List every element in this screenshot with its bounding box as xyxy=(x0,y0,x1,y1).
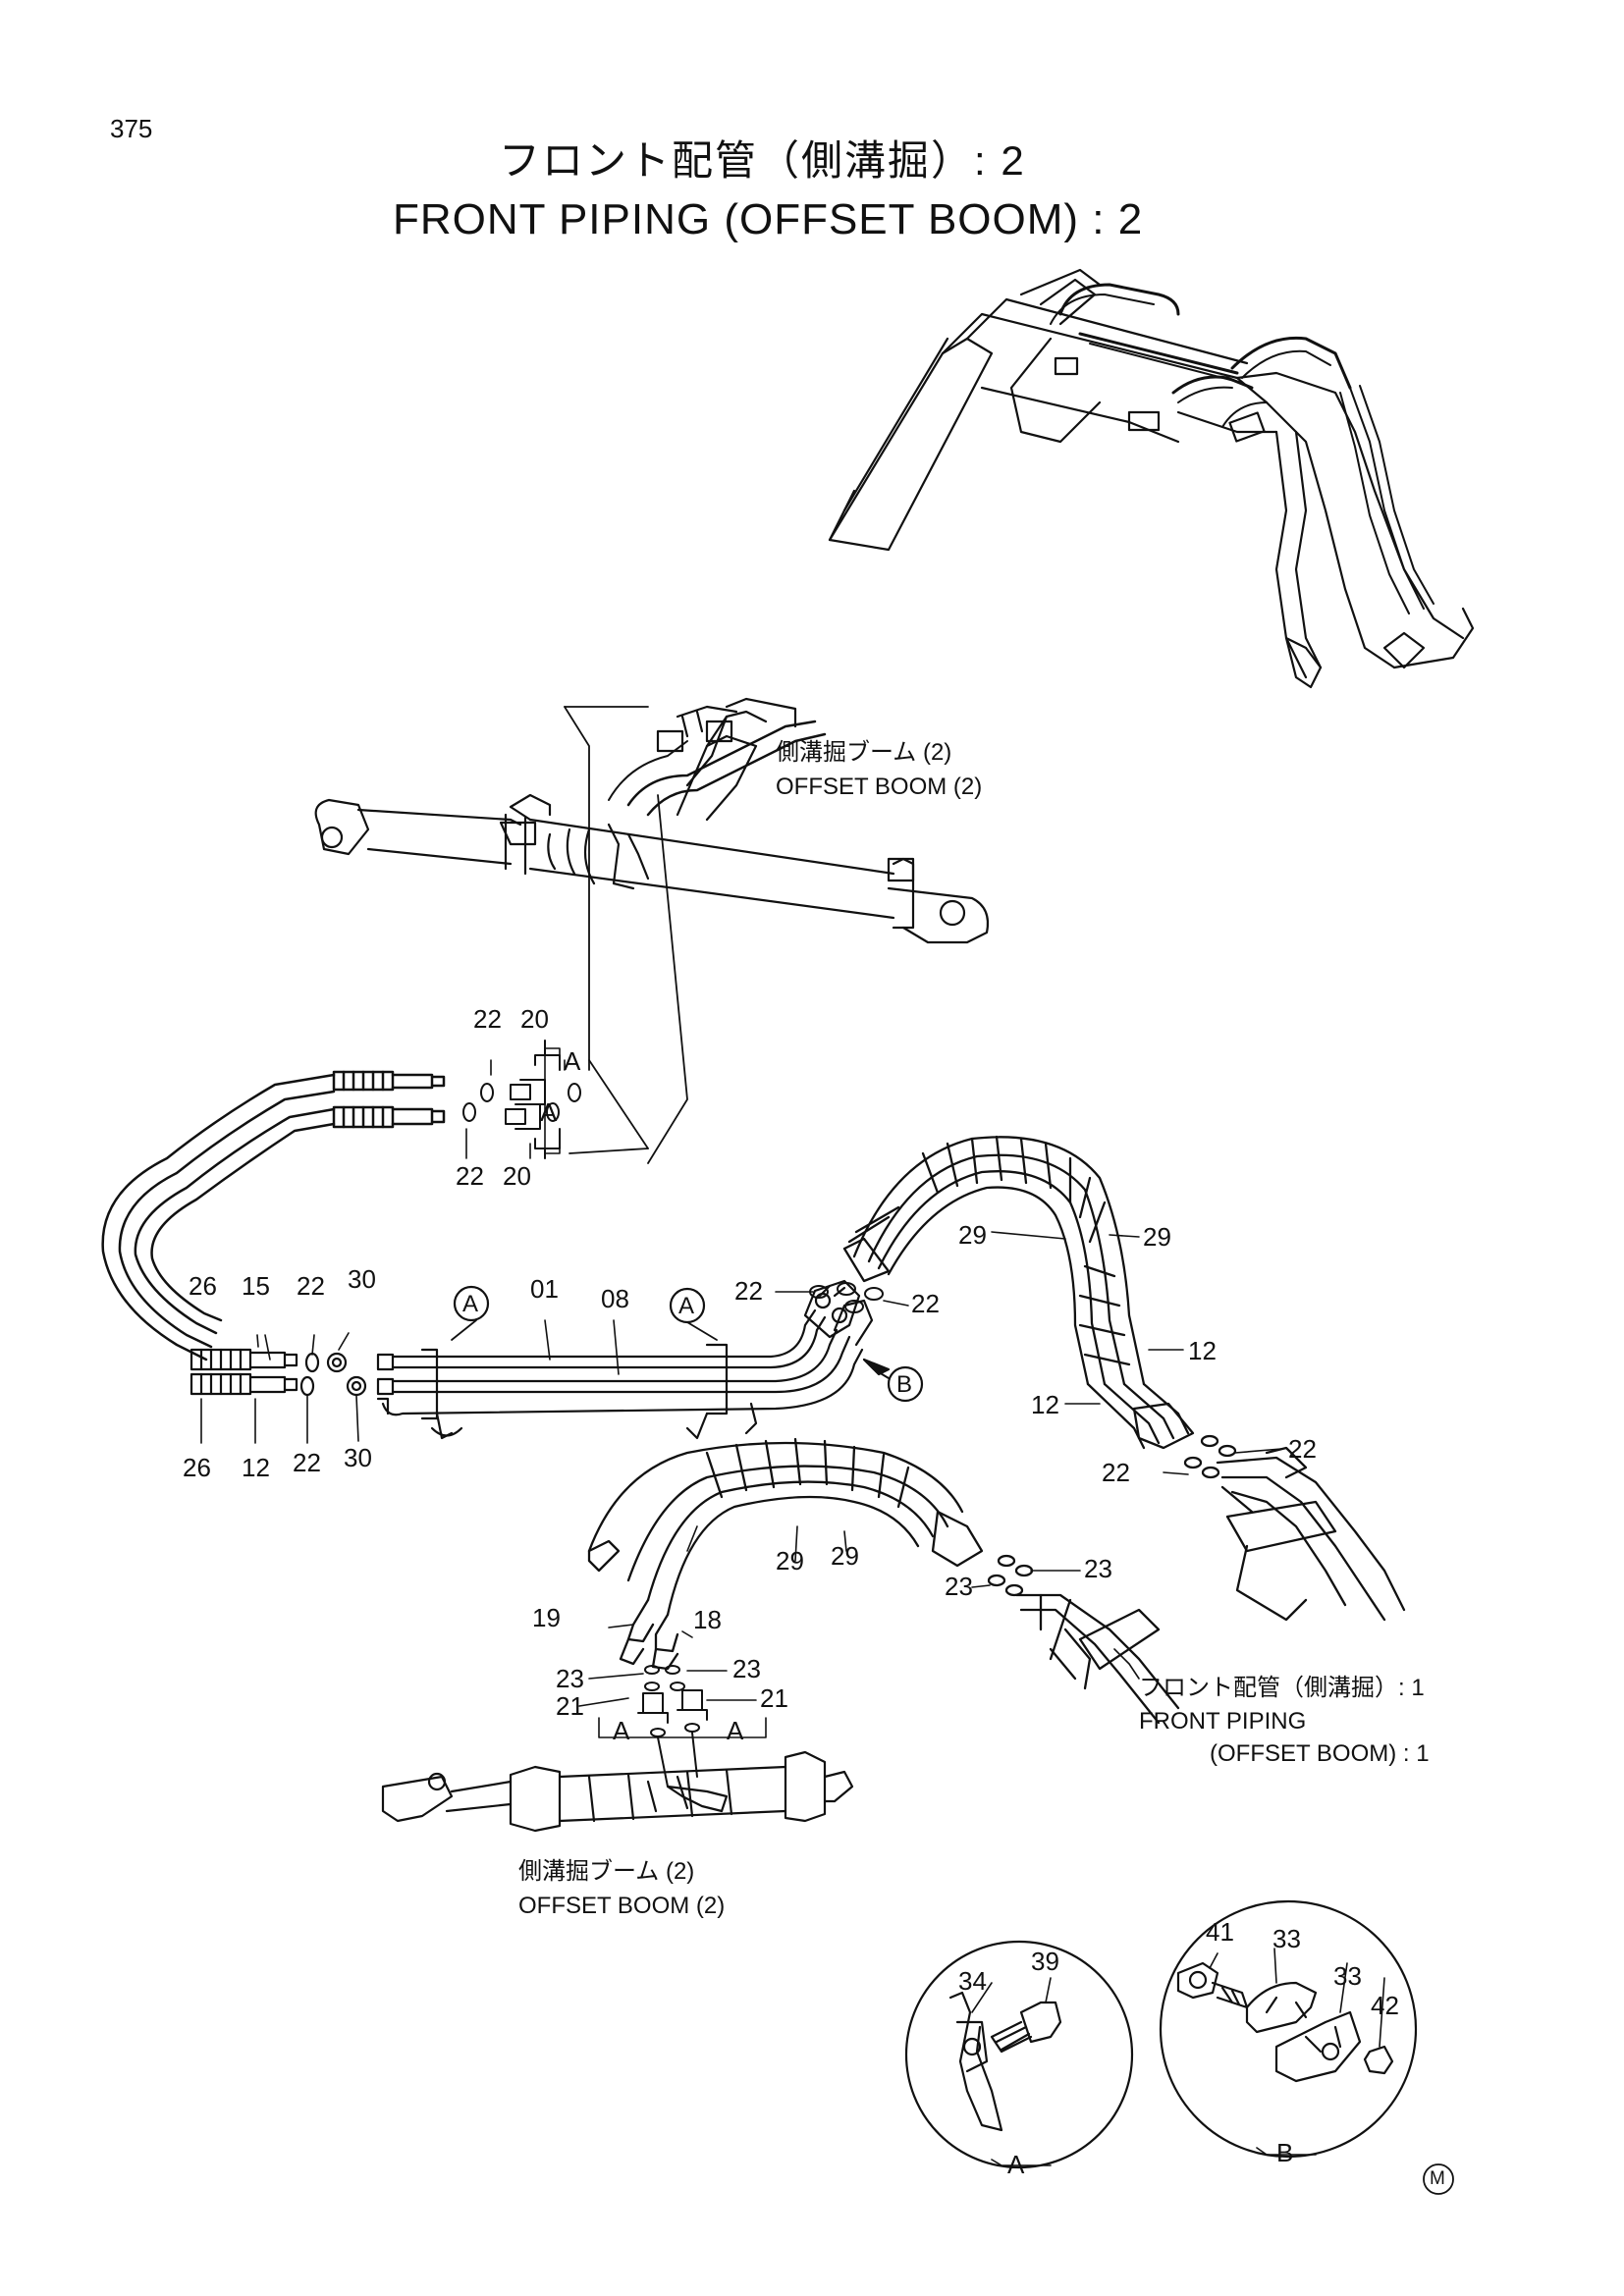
detail-b-label: B xyxy=(1276,2138,1294,2167)
title-english: FRONT PIPING (OFFSET BOOM) : 2 xyxy=(393,195,1144,243)
part-number-30: 30 xyxy=(348,1264,376,1294)
part-number-12: 12 xyxy=(1188,1336,1217,1365)
boom-overview-illustration xyxy=(828,268,1475,689)
part-number-08: 08 xyxy=(601,1284,629,1313)
reference-en-line1: FRONT PIPING xyxy=(1139,1708,1307,1735)
part-number-12: 12 xyxy=(1031,1390,1059,1419)
part-number-30: 30 xyxy=(344,1443,372,1472)
upper-offset-boom-cylinder xyxy=(314,697,990,944)
part-number-42: 42 xyxy=(1371,1991,1399,2020)
marker-a: A xyxy=(540,1097,558,1127)
marker-a: A xyxy=(564,1046,581,1076)
offset-boom-bottom-ja: 側溝掘ブーム (2) xyxy=(518,1858,695,1885)
part-number-21: 21 xyxy=(760,1683,788,1713)
right-upper-hoses xyxy=(842,1135,1406,1622)
marker-a: A xyxy=(613,1716,630,1745)
part-number-22: 22 xyxy=(456,1161,484,1191)
part-number-22: 22 xyxy=(473,1004,502,1034)
part-number-34: 34 xyxy=(958,1966,987,1996)
part-number-15: 15 xyxy=(242,1271,270,1301)
part-number-29: 29 xyxy=(958,1220,987,1250)
m-mark-circle xyxy=(1423,2163,1454,2195)
detail-a xyxy=(904,1940,1134,2169)
part-number-22: 22 xyxy=(297,1271,325,1301)
part-number-23: 23 xyxy=(945,1572,973,1601)
left-fitting-block xyxy=(189,1348,367,1397)
part-number-23: 23 xyxy=(732,1654,761,1683)
upper-leader-lines xyxy=(564,706,688,1164)
part-number-23: 23 xyxy=(1084,1554,1112,1583)
part-number-22: 22 xyxy=(734,1276,763,1306)
part-number-29: 29 xyxy=(776,1546,804,1575)
part-number-29: 29 xyxy=(831,1541,859,1571)
part-number-21: 21 xyxy=(556,1691,584,1721)
part-number-22: 22 xyxy=(1288,1434,1317,1464)
offset-boom-bottom-en: OFFSET BOOM (2) xyxy=(518,1893,726,1919)
page-number: 375 xyxy=(110,114,153,143)
offset-boom-top-en: OFFSET BOOM (2) xyxy=(776,774,983,800)
hose-group-upper-left xyxy=(101,1070,446,1362)
part-number-18: 18 xyxy=(693,1605,722,1634)
marker-circle-b-text: B xyxy=(896,1371,913,1398)
part-number-12: 12 xyxy=(242,1453,270,1482)
part-number-26: 26 xyxy=(189,1271,217,1301)
lower-adapters xyxy=(637,1665,708,1788)
marker-a: A xyxy=(727,1716,744,1745)
part-number-22: 22 xyxy=(1102,1458,1130,1487)
part-number-33: 33 xyxy=(1333,1961,1362,1991)
part-number-01: 01 xyxy=(530,1274,559,1304)
part-number-22: 22 xyxy=(911,1289,940,1318)
marker-circle-b xyxy=(887,1365,924,1403)
part-number-19: 19 xyxy=(532,1603,561,1632)
reference-ja: フロント配管（側溝掘）: 1 xyxy=(1139,1675,1425,1701)
reference-en-line2: (OFFSET BOOM) : 1 xyxy=(1210,1740,1430,1767)
title-japanese: フロント配管（側溝掘）: 2 xyxy=(499,137,1026,184)
part-number-26: 26 xyxy=(183,1453,211,1482)
part-number-23: 23 xyxy=(556,1664,584,1693)
offset-boom-top-ja: 側溝掘ブーム (2) xyxy=(776,739,952,766)
part-number-33: 33 xyxy=(1272,1924,1301,1953)
m-mark: M xyxy=(1430,2168,1445,2189)
marker-circle-a-left xyxy=(453,1285,490,1322)
part-number-20: 20 xyxy=(520,1004,549,1034)
marker-circle-a-text: A xyxy=(678,1293,695,1319)
part-number-20: 20 xyxy=(503,1161,531,1191)
marker-circle-a-text: A xyxy=(462,1291,479,1317)
center-pipe-assembly xyxy=(376,1279,874,1440)
part-leader-lines xyxy=(200,1040,1282,1738)
lower-middle-hoses xyxy=(587,1437,1180,1725)
detail-a-label: A xyxy=(1007,2150,1025,2179)
lower-offset-boom-cylinder xyxy=(381,1750,854,1833)
part-number-41: 41 xyxy=(1206,1917,1234,1947)
part-number-29: 29 xyxy=(1143,1222,1171,1252)
part-number-22: 22 xyxy=(293,1448,321,1477)
part-number-39: 39 xyxy=(1031,1947,1059,1976)
detail-b xyxy=(1159,1899,1418,2159)
